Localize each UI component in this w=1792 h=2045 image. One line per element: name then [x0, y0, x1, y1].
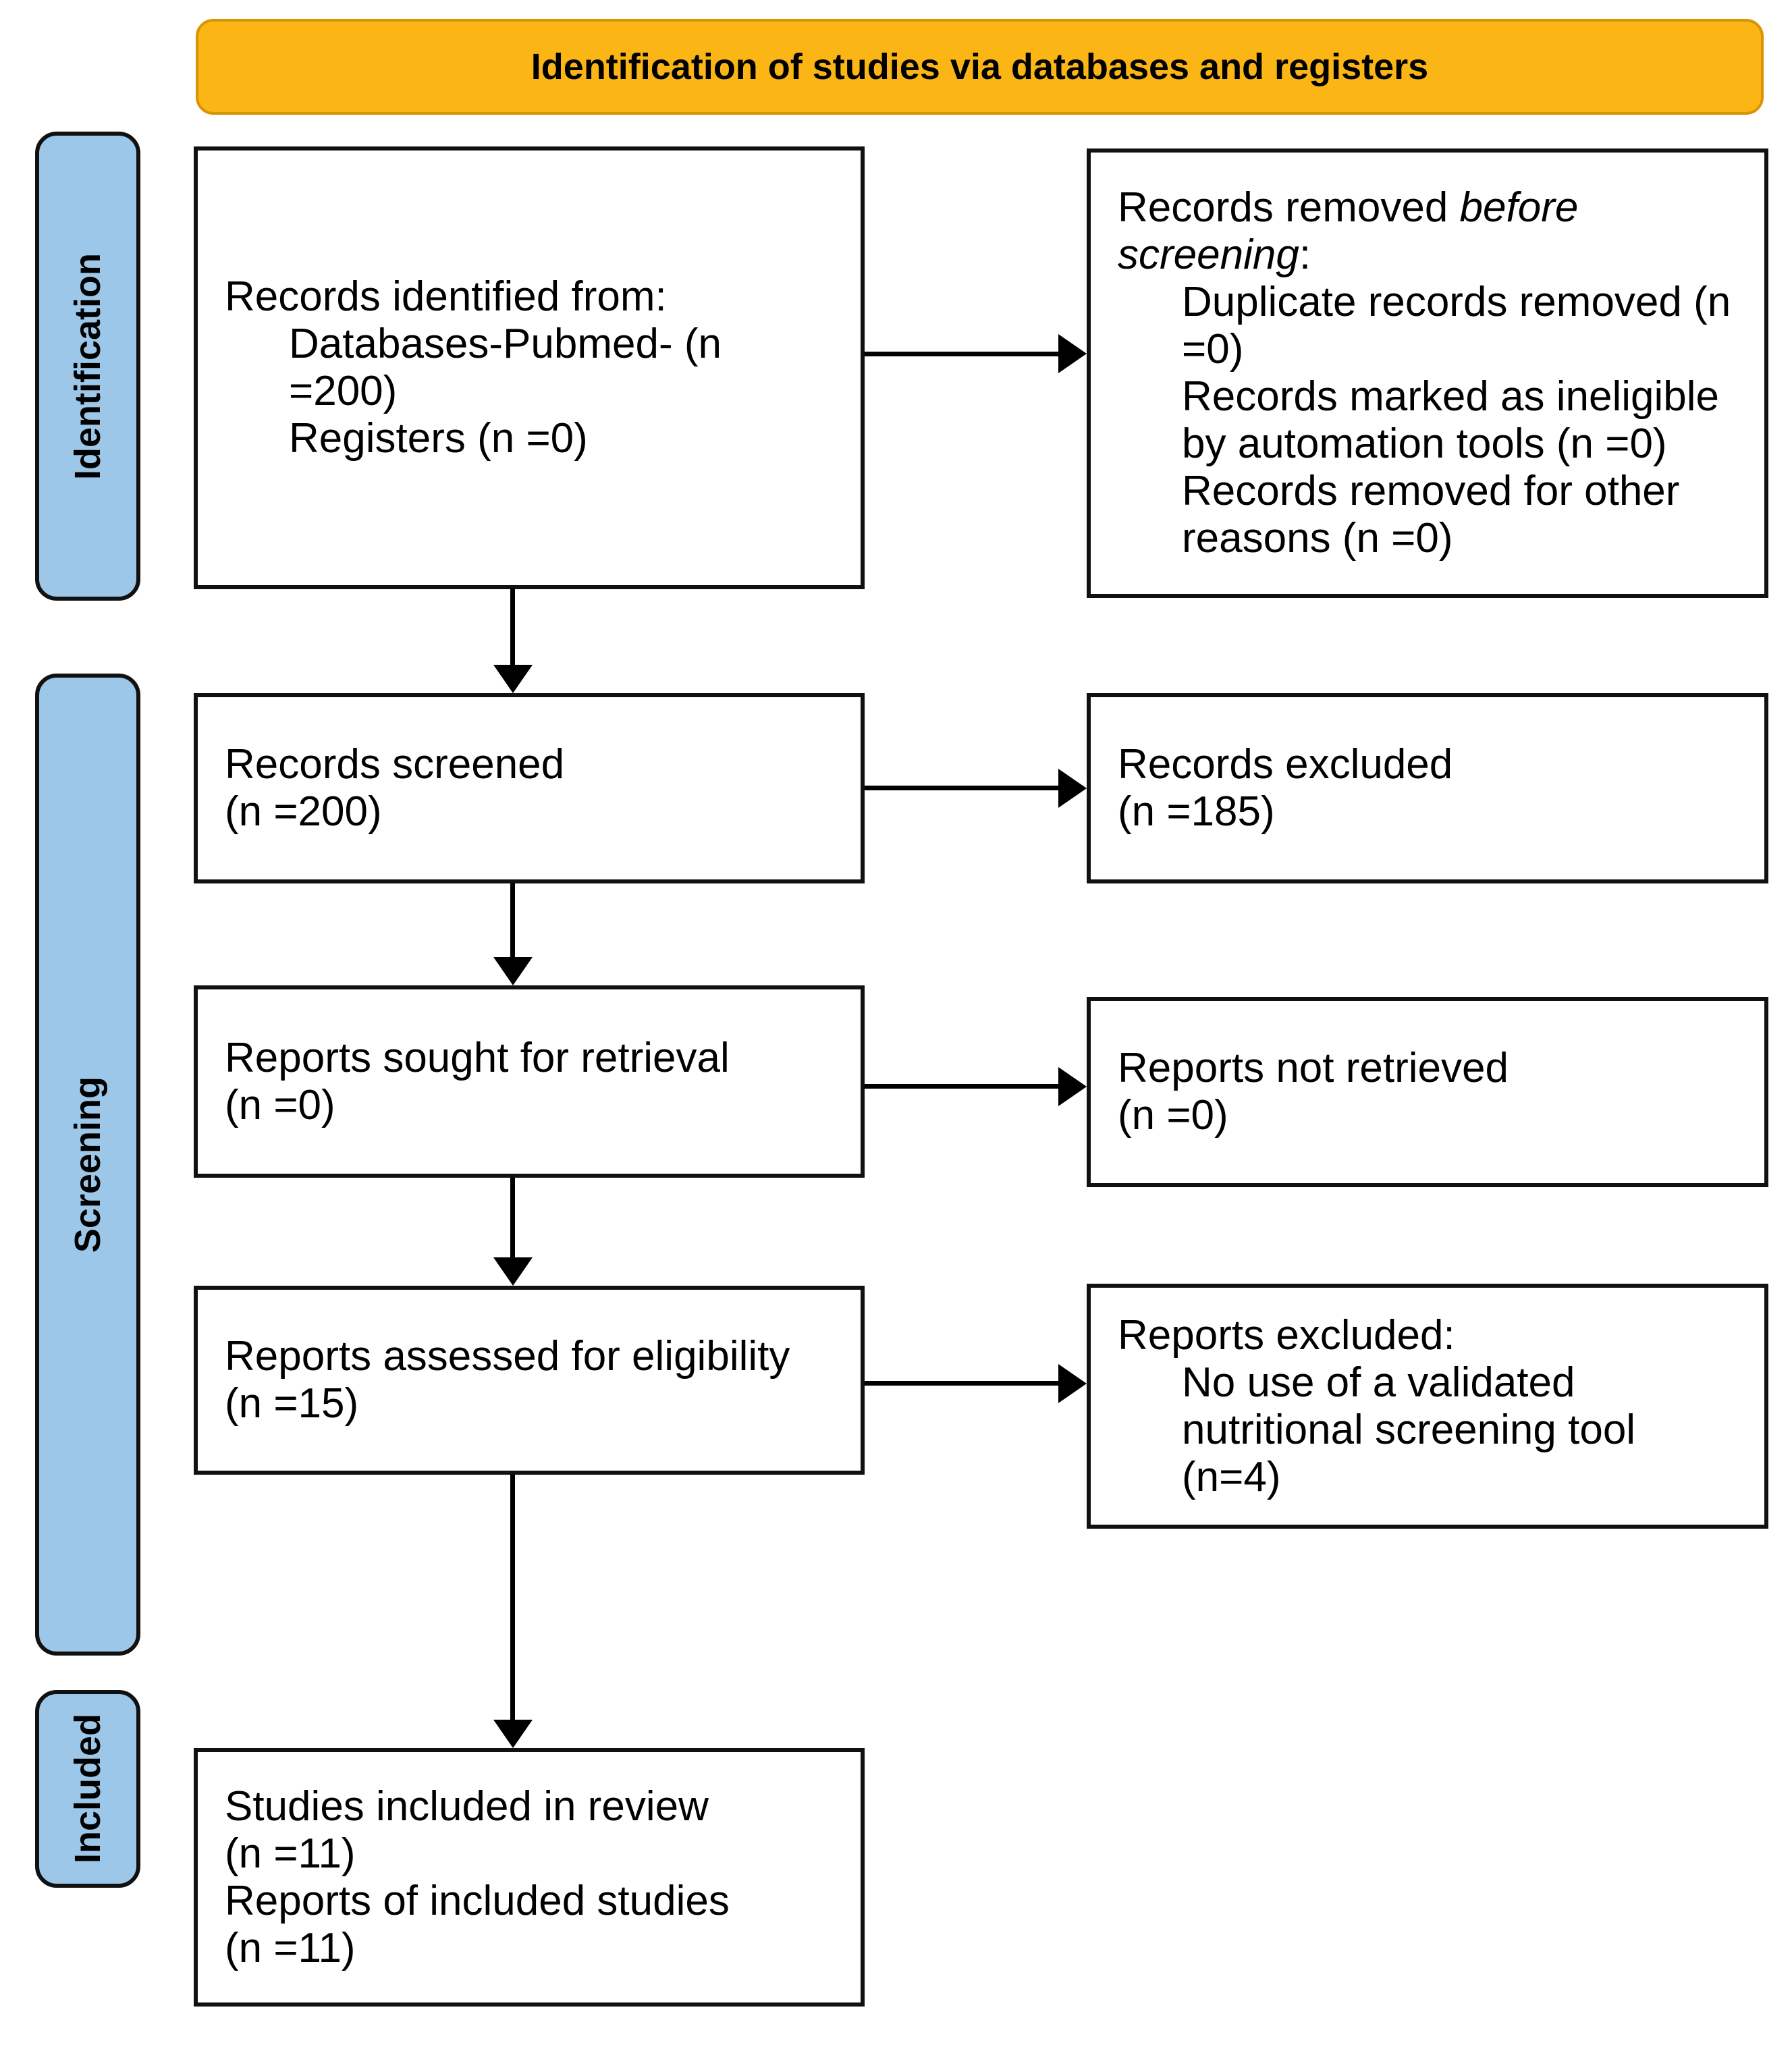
- arrow-head-icon: [1058, 1364, 1087, 1403]
- stage-screening-label: Screening: [67, 1076, 108, 1253]
- box-reports-not-retrieved-line: Reports not retrieved: [1118, 1045, 1509, 1091]
- arrow-shaft: [510, 883, 515, 957]
- box-reports-assessed-line: Reports assessed for eligibility: [225, 1333, 790, 1380]
- arrow-shaft: [865, 786, 1058, 790]
- stage-screening: Screening: [35, 674, 140, 1656]
- box-records-screened-line: Records screened: [225, 741, 565, 788]
- stage-included: Included: [35, 1690, 140, 1888]
- box-records-excluded-line: Records excluded: [1118, 741, 1453, 788]
- box-studies-included-line: Reports of included studies: [225, 1877, 730, 1924]
- box-reports-excluded-title: Reports excluded:: [1118, 1311, 1455, 1359]
- arrow-head-icon: [1058, 1067, 1087, 1106]
- box-records-removed-item: Records marked as ineligible by automati…: [1182, 373, 1720, 467]
- box-studies-included-line: (n =11): [225, 1924, 356, 1971]
- box-records-identified-title: Records identified from:: [225, 273, 667, 320]
- stage-identification: Identification: [35, 132, 140, 601]
- box-studies-included: Studies included in review (n =11) Repor…: [194, 1748, 865, 2007]
- arrow-head-icon: [493, 957, 533, 985]
- box-reports-sought-line: (n =0): [225, 1081, 335, 1128]
- box-records-identified: Records identified from: Databases-Pubme…: [194, 146, 865, 589]
- box-records-excluded: Records excluded (n =185): [1087, 693, 1768, 883]
- arrow-shaft: [510, 588, 515, 665]
- arrow-shaft: [510, 1475, 515, 1720]
- box-records-identified-item: Databases-Pubmed- (n =200): [289, 321, 722, 414]
- arrow-shaft: [510, 1178, 515, 1257]
- box-records-identified-item: Registers (n =0): [289, 415, 588, 462]
- box-records-removed-title: Records removed before screening:: [1118, 184, 1579, 278]
- arrow-head-icon: [493, 1257, 533, 1286]
- box-reports-not-retrieved: Reports not retrieved (n =0): [1087, 997, 1768, 1187]
- arrow-head-icon: [493, 665, 533, 693]
- box-records-removed-item: Records removed for other reasons (n =0): [1182, 468, 1680, 562]
- box-records-excluded-line: (n =185): [1118, 788, 1275, 835]
- box-reports-excluded-item: No use of a validated nutritional screen…: [1182, 1359, 1636, 1500]
- box-reports-sought-line: Reports sought for retrieval: [225, 1034, 730, 1081]
- arrow-head-icon: [493, 1720, 533, 1748]
- box-reports-assessed-line: (n =15): [225, 1380, 359, 1427]
- box-reports-sought: Reports sought for retrieval (n =0): [194, 985, 865, 1178]
- arrow-shaft: [865, 352, 1058, 356]
- box-reports-not-retrieved-line: (n =0): [1118, 1092, 1228, 1139]
- box-studies-included-line: Studies included in review: [225, 1782, 709, 1830]
- arrow-head-icon: [1058, 334, 1087, 373]
- box-reports-excluded: Reports excluded: No use of a validated …: [1087, 1284, 1768, 1529]
- stage-identification-label: Identification: [67, 252, 108, 480]
- box-records-removed-item: Duplicate records removed (n =0): [1182, 279, 1731, 373]
- box-records-screened-line: (n =200): [225, 788, 382, 835]
- arrow-shaft: [865, 1084, 1058, 1089]
- box-studies-included-line: (n =11): [225, 1830, 356, 1877]
- box-reports-assessed: Reports assessed for eligibility (n =15): [194, 1286, 865, 1475]
- stage-included-label: Included: [67, 1714, 108, 1864]
- box-records-screened: Records screened (n =200): [194, 693, 865, 883]
- box-records-removed: Records removed before screening: Duplic…: [1087, 148, 1768, 598]
- arrow-shaft: [865, 1381, 1058, 1386]
- banner: Identification of studies via databases …: [196, 19, 1764, 115]
- arrow-head-icon: [1058, 769, 1087, 808]
- banner-title: Identification of studies via databases …: [531, 47, 1429, 87]
